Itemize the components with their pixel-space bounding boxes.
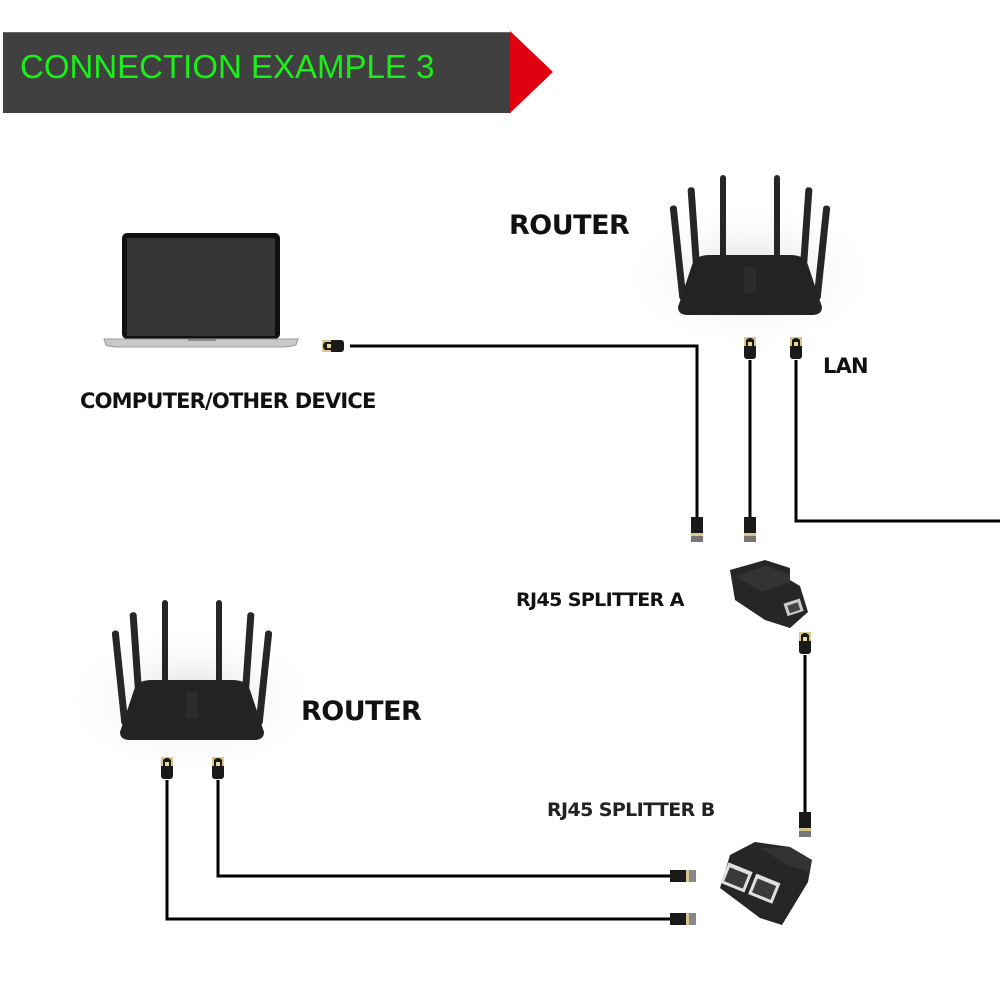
splitter-a-icon bbox=[730, 560, 808, 628]
cable-computer-to-splitter-a bbox=[350, 344, 699, 520]
plug-splitter-a-out-icon bbox=[799, 632, 811, 654]
banner-title: CONNECTION EXAMPLE 3 bbox=[20, 48, 435, 85]
router-bottom-icon bbox=[62, 600, 322, 775]
title-banner bbox=[3, 32, 511, 113]
router-top-label: ROUTER bbox=[509, 210, 630, 241]
cable-router-lan2-offscreen bbox=[794, 360, 1000, 523]
laptop-icon bbox=[103, 233, 299, 348]
plug-router-bottom-port2-icon bbox=[212, 757, 224, 779]
splitter-a-label: RJ45 SPLITTER A bbox=[516, 589, 684, 611]
plug-router-top-lan1-icon bbox=[744, 337, 756, 359]
plug-router-top-lan2-icon bbox=[790, 337, 802, 359]
plug-splitter-b-port1-icon bbox=[670, 870, 696, 882]
cable-router-bottom-port2-to-splitter-b bbox=[216, 780, 670, 878]
plug-splitter-b-in-icon bbox=[799, 812, 811, 837]
router-bottom-label: ROUTER bbox=[301, 696, 422, 727]
banner-arrow-icon bbox=[510, 31, 553, 113]
splitter-b-icon bbox=[720, 842, 812, 925]
splitter-b-label: RJ45 SPLITTER B bbox=[547, 799, 715, 821]
computer-label: COMPUTER/OTHER DEVICE bbox=[80, 389, 376, 413]
router-top-icon bbox=[620, 175, 880, 350]
plug-computer-icon bbox=[322, 340, 344, 352]
cable-router-bottom-port1-to-splitter-b bbox=[165, 780, 670, 921]
plug-splitter-a-in2-icon bbox=[744, 517, 756, 542]
lan-label: LAN bbox=[823, 354, 869, 378]
plug-router-bottom-port1-icon bbox=[161, 757, 173, 779]
plug-splitter-a-in1-icon bbox=[691, 517, 703, 542]
plug-splitter-b-port2-icon bbox=[670, 913, 696, 925]
